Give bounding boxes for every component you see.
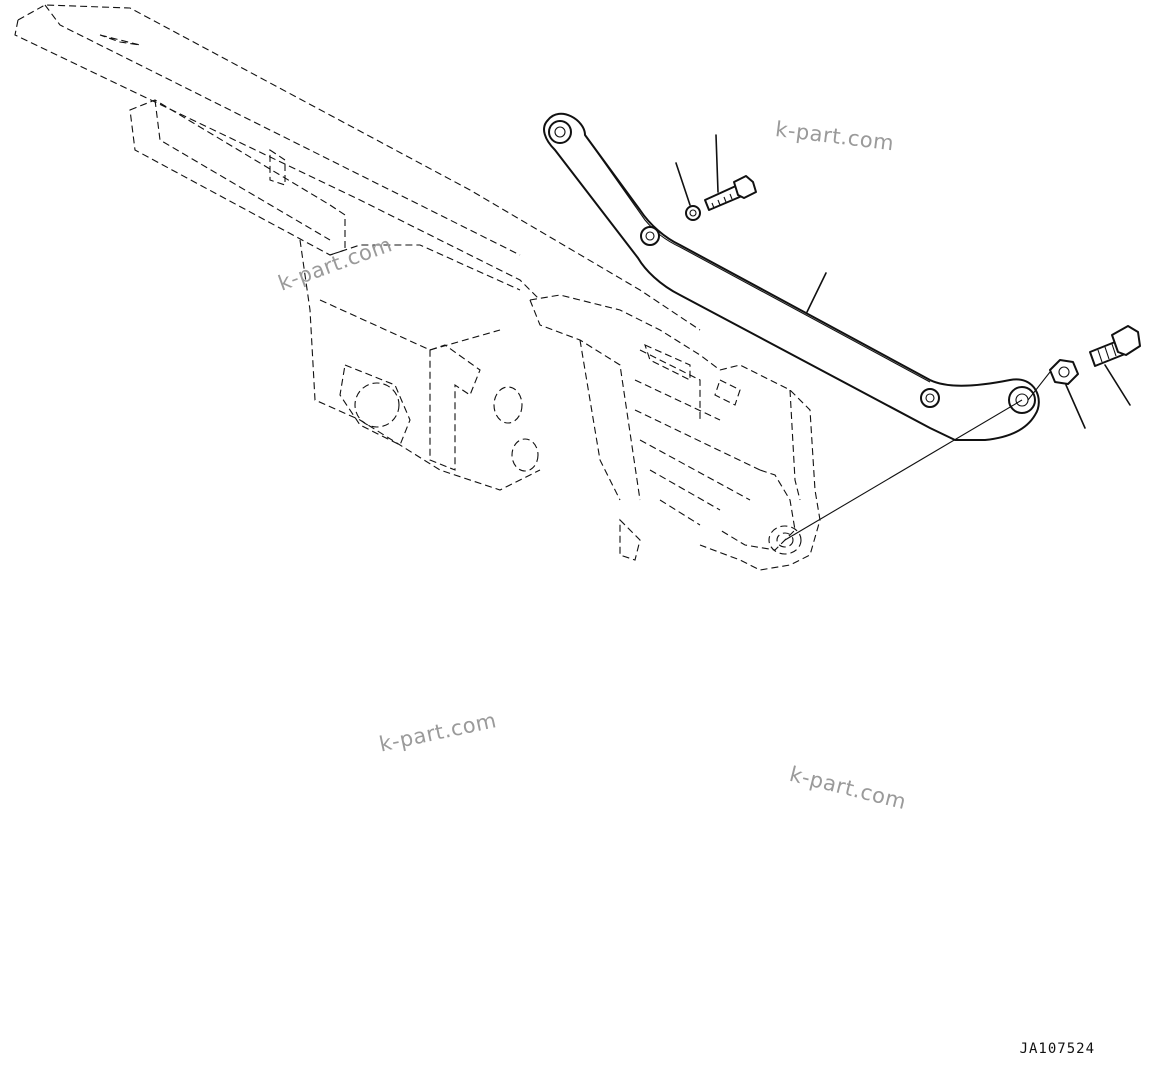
lower-bolt: [1089, 325, 1141, 367]
main-frame: [14, 4, 821, 571]
leader-lines: [675, 134, 1131, 541]
drawing-code: JA107524: [1019, 1041, 1095, 1057]
lower-nut: [1049, 359, 1079, 385]
upper-bolt: [704, 175, 757, 211]
upper-washer: [685, 205, 701, 221]
